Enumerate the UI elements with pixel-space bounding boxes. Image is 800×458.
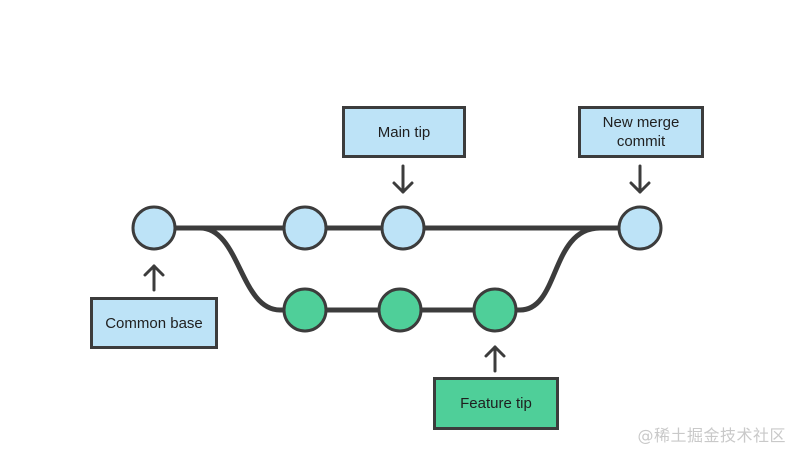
arrow-down-icon xyxy=(392,164,414,194)
new-merge-commit-label: New merge commit xyxy=(578,106,704,158)
common-base-label: Common base xyxy=(90,297,218,349)
feature-commit xyxy=(282,287,328,333)
feature-commits xyxy=(282,287,518,333)
common-base-text: Common base xyxy=(105,314,203,332)
main-commit xyxy=(282,205,328,251)
arrow-up-icon xyxy=(143,264,165,292)
arrow-down-icon xyxy=(629,164,651,194)
new-merge-commit-text: New merge commit xyxy=(602,114,680,150)
feature-tip-label: Feature tip xyxy=(433,377,559,430)
feature-tip-commit xyxy=(472,287,518,333)
main-tip-label: Main tip xyxy=(342,106,466,158)
watermark: @稀土掘金技术社区 xyxy=(637,426,786,445)
main-commits xyxy=(131,205,663,251)
main-tip-text: Main tip xyxy=(377,123,431,141)
common-base-commit xyxy=(131,205,177,251)
main-tip-commit xyxy=(380,205,426,251)
merge-commit xyxy=(617,205,663,251)
feature-branch-line xyxy=(197,225,603,313)
arrow-up-icon xyxy=(484,345,506,373)
feature-commit xyxy=(377,287,423,333)
feature-tip-text: Feature tip xyxy=(460,395,532,412)
